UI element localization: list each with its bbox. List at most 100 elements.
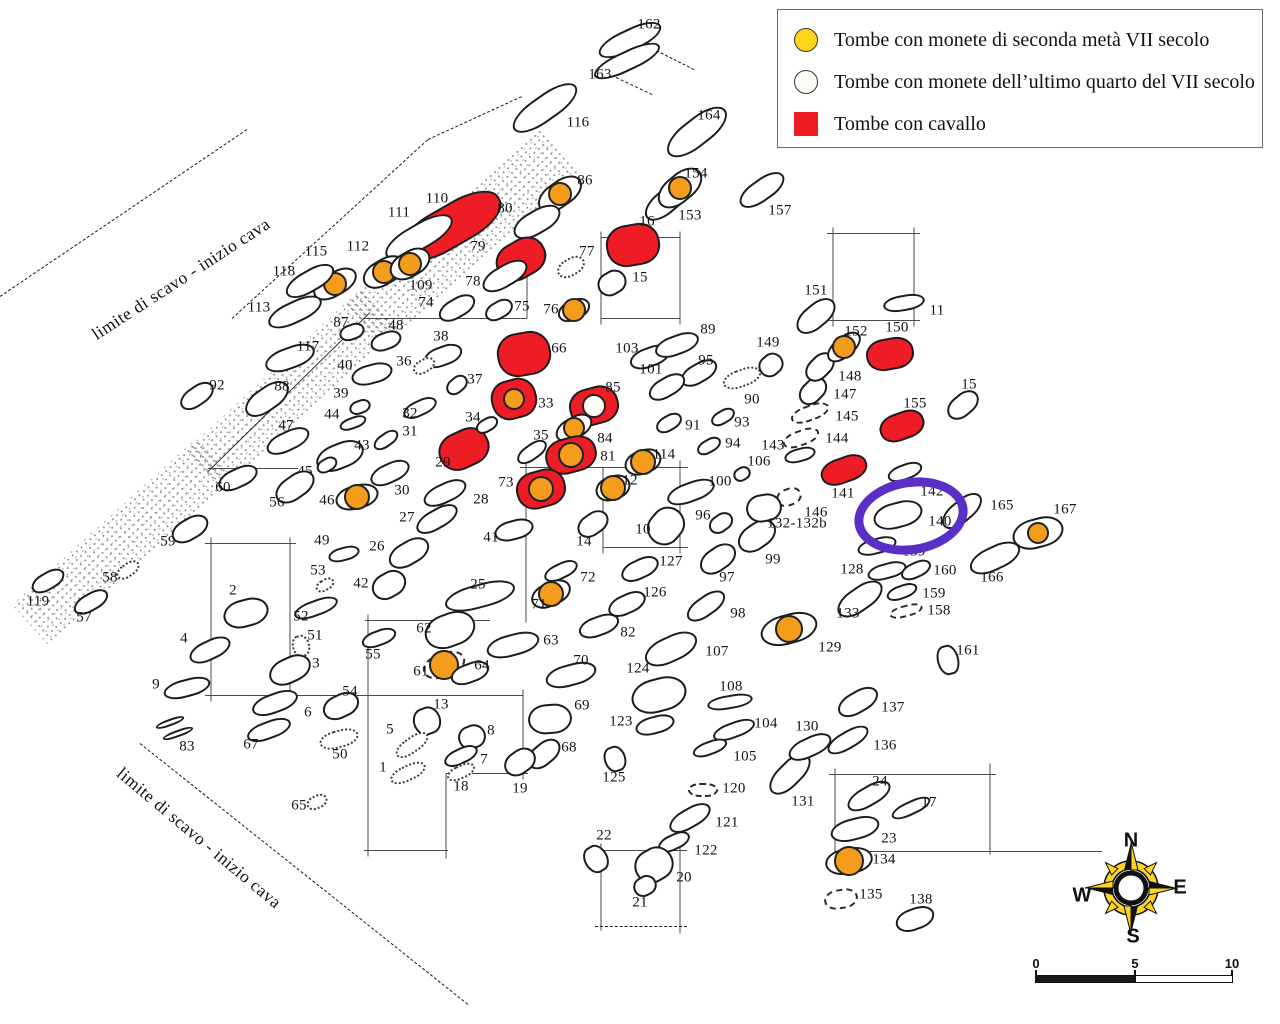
excavation-limit-dashed-line — [615, 77, 653, 95]
tomb-number-159: 159 — [922, 585, 946, 602]
tomb-number-154: 154 — [684, 165, 708, 182]
scale-tickmark — [1134, 970, 1136, 976]
tomb-shape-23 — [828, 811, 882, 847]
tomb-number-123: 123 — [609, 713, 633, 730]
tomb-number-24: 24 — [872, 773, 888, 790]
tomb-number-137: 137 — [881, 699, 905, 716]
tomb-shape-42 — [366, 564, 412, 606]
tomb-shape-158 — [888, 600, 924, 622]
scale-tickmark — [1231, 970, 1233, 976]
grid-line — [595, 850, 687, 851]
tomb-number-98: 98 — [730, 605, 746, 622]
tomb-number-104: 104 — [754, 715, 778, 732]
tomb-number-9: 9 — [152, 676, 160, 693]
tomb-number-54: 54 — [342, 683, 358, 700]
tomb-number-129: 129 — [818, 639, 842, 656]
grid-line — [445, 773, 447, 859]
tomb-shape-137 — [833, 681, 883, 723]
scale-tick-0: 0 — [1032, 956, 1040, 971]
tomb-number-19: 19 — [512, 780, 528, 797]
tomb-number-96: 96 — [695, 507, 711, 524]
tomb-shape-94 — [694, 433, 724, 459]
grid-line — [834, 768, 836, 857]
tomb-number-43: 43 — [354, 437, 370, 454]
tomb-number-119: 119 — [26, 593, 50, 610]
tomb-number-21: 21 — [632, 894, 648, 911]
legend-swatch-circle-icon — [794, 70, 818, 94]
tomb-number-97: 97 — [719, 569, 735, 586]
tomb-number-66: 66 — [551, 340, 567, 357]
tomb-number-142: 142 — [920, 483, 944, 500]
tomb-number-60: 60 — [215, 479, 231, 496]
tomb-number-56: 56 — [269, 494, 285, 511]
grid-line — [446, 773, 528, 774]
tomb-shape-22 — [578, 840, 614, 878]
tomb-number-116: 116 — [566, 114, 590, 131]
tomb-number-13: 13 — [433, 696, 449, 713]
tomb-shape-31 — [370, 426, 402, 454]
tomb-shape-5 — [391, 727, 433, 763]
tomb-number-155: 155 — [903, 395, 927, 412]
legend-item-2: Tombe con cavallo — [794, 103, 1262, 145]
tomb-number-164: 164 — [697, 107, 721, 124]
tomb-shape-70 — [543, 657, 599, 693]
tomb-number-127: 127 — [659, 553, 683, 570]
grid-line — [303, 695, 523, 696]
tomb-number-32: 32 — [402, 405, 418, 422]
tomb-number-135: 135 — [859, 886, 883, 903]
orange-coin-dot — [834, 846, 864, 876]
grid-line — [205, 695, 303, 696]
tomb-shape-136 — [823, 720, 873, 760]
tomb-number-70: 70 — [573, 652, 589, 669]
tomb-number-81: 81 — [600, 448, 616, 465]
tomb-number-59: 59 — [160, 533, 176, 550]
tomb-number-73: 73 — [498, 474, 514, 491]
tomb-shape-1 — [387, 757, 429, 789]
tomb-number-162: 162 — [637, 16, 661, 33]
tomb-number-4: 4 — [180, 630, 188, 647]
tomb-number-113: 113 — [247, 299, 271, 316]
excavation-limit-dashed-line — [595, 926, 687, 927]
tomb-number-62: 62 — [416, 620, 432, 637]
excavation-limit-dashed-line — [427, 96, 523, 140]
tomb-shape-9 — [161, 673, 213, 703]
tomb-number-15: 15 — [961, 376, 977, 393]
tomb-number-7: 7 — [480, 751, 488, 768]
tomb-number-111: 111 — [387, 204, 411, 221]
tomb-number-51: 51 — [307, 627, 323, 644]
tomb-number-41: 41 — [483, 529, 499, 546]
tomb-shape-89 — [651, 327, 703, 363]
tomb-shape-159 — [884, 579, 920, 605]
grid-line — [827, 233, 920, 234]
grid-line — [601, 318, 680, 319]
tomb-shape-15 — [593, 265, 631, 301]
tomb-number-110: 110 — [425, 190, 449, 207]
stipple-band — [11, 437, 234, 646]
tomb-shape-69 — [526, 702, 574, 736]
tomb-number-22: 22 — [596, 827, 612, 844]
tomb-number-143: 143 — [761, 437, 785, 454]
tomb-number-130: 130 — [795, 718, 819, 735]
tomb-number-38: 38 — [433, 328, 449, 345]
tomb-number-99: 99 — [765, 551, 781, 568]
tomb-number-35: 35 — [533, 427, 549, 444]
tomb-number-16: 16 — [639, 213, 655, 230]
orange-coin-dot — [600, 475, 626, 501]
tomb-number-64: 64 — [474, 657, 490, 674]
tomb-number-120: 120 — [722, 780, 746, 797]
tomb-number-25: 25 — [470, 576, 486, 593]
tomb-shape-11 — [881, 291, 927, 315]
scale-bar: 0 5 10 — [1028, 956, 1240, 990]
tomb-number-95: 95 — [698, 352, 714, 369]
legend-swatch-square-icon — [794, 112, 818, 136]
tomb-number-80: 80 — [497, 200, 513, 217]
tomb-number-105: 105 — [733, 748, 757, 765]
tomb-number-68: 68 — [561, 739, 577, 756]
legend-item-0: Tombe con monete di seconda metà VII sec… — [794, 19, 1262, 61]
tomb-number-151: 151 — [804, 282, 828, 299]
tomb-shape-66 — [493, 327, 555, 381]
tomb-number-79: 79 — [470, 238, 486, 255]
tomb-number-5: 5 — [386, 721, 394, 738]
tomb-shape-127 — [617, 551, 663, 587]
tomb-number-57: 57 — [76, 609, 92, 626]
